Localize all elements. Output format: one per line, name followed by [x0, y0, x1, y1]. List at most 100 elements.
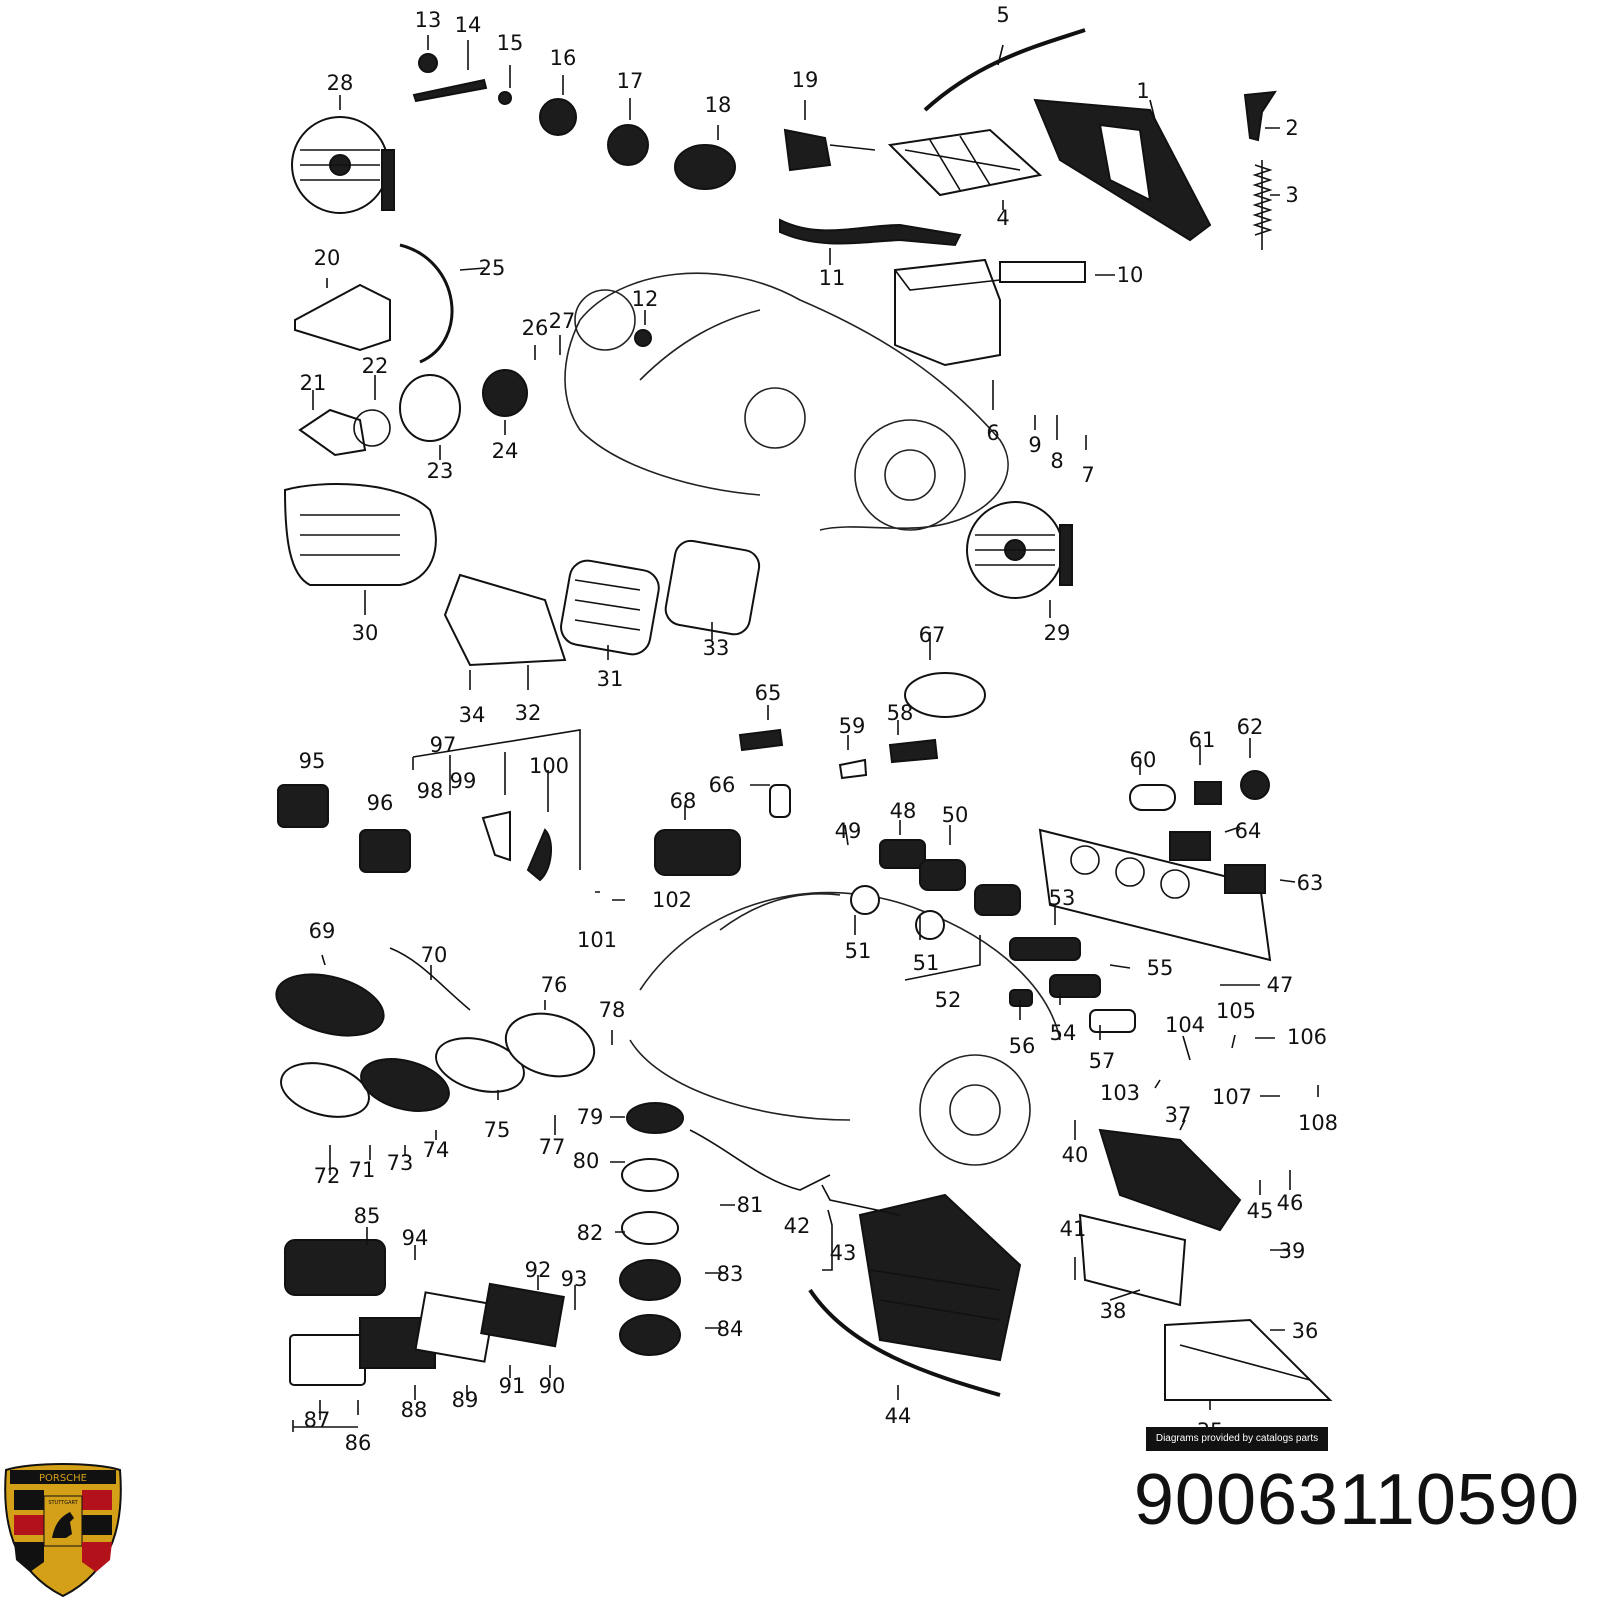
logo-wordmark: PORSCHE: [39, 1473, 87, 1484]
label-105: 105: [1216, 999, 1256, 1023]
label-19: 19: [792, 68, 819, 92]
left-lights-upper: [294, 243, 528, 457]
label-95: 95: [299, 749, 326, 773]
label-9: 9: [1028, 433, 1041, 457]
spring-3: [1252, 160, 1273, 250]
label-58: 58: [887, 701, 914, 725]
label-80: 80: [573, 1149, 600, 1173]
label-71: 71: [349, 1158, 376, 1182]
label-104: 104: [1165, 1013, 1205, 1037]
label-82: 82: [577, 1221, 604, 1245]
label-13: 13: [415, 8, 442, 32]
label-54: 54: [1050, 1021, 1077, 1045]
label-56: 56: [1009, 1034, 1036, 1058]
label-38: 38: [1100, 1299, 1127, 1323]
label-51: 51: [845, 939, 872, 963]
label-59: 59: [839, 714, 866, 738]
label-72: 72: [314, 1164, 341, 1188]
label-107: 107: [1212, 1085, 1252, 1109]
horse-icon: [52, 1512, 74, 1538]
fog-lamp-30: [283, 483, 437, 586]
label-89: 89: [452, 1388, 479, 1412]
label-53: 53: [1049, 886, 1076, 910]
label-20: 20: [314, 246, 341, 270]
label-40: 40: [1062, 1143, 1089, 1167]
label-48: 48: [890, 799, 917, 823]
label-66: 66: [709, 773, 736, 797]
label-42: 42: [784, 1214, 811, 1238]
label-87: 87: [304, 1408, 331, 1432]
label-16: 16: [550, 46, 577, 70]
label-90: 90: [539, 1374, 566, 1398]
label-33: 33: [703, 636, 730, 660]
label-69: 69: [309, 919, 336, 943]
strap-5: [923, 28, 1086, 112]
label-91: 91: [499, 1374, 526, 1398]
label-47: 47: [1267, 973, 1294, 997]
label-79: 79: [577, 1105, 604, 1129]
label-18: 18: [705, 93, 732, 117]
horn-28: [291, 116, 395, 214]
label-100: 100: [529, 754, 569, 778]
tail-lamps-69-84: [275, 947, 831, 1356]
label-7: 7: [1081, 463, 1094, 487]
label-64: 64: [1235, 819, 1262, 843]
leader-lines: [292, 35, 1319, 1432]
label-23: 23: [427, 459, 454, 483]
label-37: 37: [1165, 1103, 1192, 1127]
porsche-crest-logo: PORSCHE STUTTGART: [4, 1463, 122, 1598]
small-parts-top: [412, 53, 1086, 347]
label-77: 77: [539, 1135, 566, 1159]
label-8: 8: [1050, 449, 1063, 473]
label-27: 27: [549, 309, 576, 333]
label-57: 57: [1089, 1049, 1116, 1073]
label-36: 36: [1292, 1319, 1319, 1343]
label-25: 25: [479, 256, 506, 280]
label-94: 94: [402, 1226, 429, 1250]
label-22: 22: [362, 354, 389, 378]
label-34: 34: [459, 703, 486, 727]
label-92: 92: [525, 1258, 552, 1282]
label-60: 60: [1130, 748, 1157, 772]
label-102: 102: [652, 888, 692, 912]
label-14: 14: [455, 13, 482, 37]
label-28: 28: [327, 71, 354, 95]
label-12: 12: [632, 287, 659, 311]
label-45: 45: [1247, 1199, 1274, 1223]
label-88: 88: [401, 1398, 428, 1422]
label-21: 21: [300, 371, 327, 395]
label-30: 30: [352, 621, 379, 645]
label-103: 103: [1100, 1081, 1140, 1105]
diagram-credit: Diagrams provided by catalogs parts: [1146, 1427, 1328, 1451]
label-24: 24: [492, 439, 519, 463]
label-101: 101: [577, 928, 617, 952]
label-1: 1: [1136, 79, 1149, 103]
label-98: 98: [417, 779, 444, 803]
label-5: 5: [996, 3, 1009, 27]
label-17: 17: [617, 69, 644, 93]
label-67: 67: [919, 623, 946, 647]
label-65: 65: [755, 681, 782, 705]
label-78: 78: [599, 998, 626, 1022]
label-75: 75: [484, 1118, 511, 1142]
callout-labels: 1 2 3 4 5 6 7 8 9 10 11 12 13 14 15 16 1…: [299, 3, 1338, 1455]
label-99: 99: [450, 769, 477, 793]
battery: [894, 258, 1001, 367]
license-lights-85-93: [284, 1239, 565, 1386]
marker-lamps-95-100: [277, 784, 552, 882]
label-68: 68: [670, 789, 697, 813]
label-29: 29: [1044, 621, 1071, 645]
label-3: 3: [1285, 183, 1298, 207]
label-62: 62: [1237, 715, 1264, 739]
label-32: 32: [515, 701, 542, 725]
label-39: 39: [1279, 1239, 1306, 1263]
battery-tray-4: [887, 128, 1043, 197]
label-46: 46: [1277, 1191, 1304, 1215]
bracket-2: [1243, 90, 1277, 142]
car-front-upper: [564, 272, 1009, 531]
label-51b: 51: [913, 951, 940, 975]
label-76: 76: [541, 973, 568, 997]
label-49: 49: [835, 819, 862, 843]
label-61: 61: [1189, 728, 1216, 752]
